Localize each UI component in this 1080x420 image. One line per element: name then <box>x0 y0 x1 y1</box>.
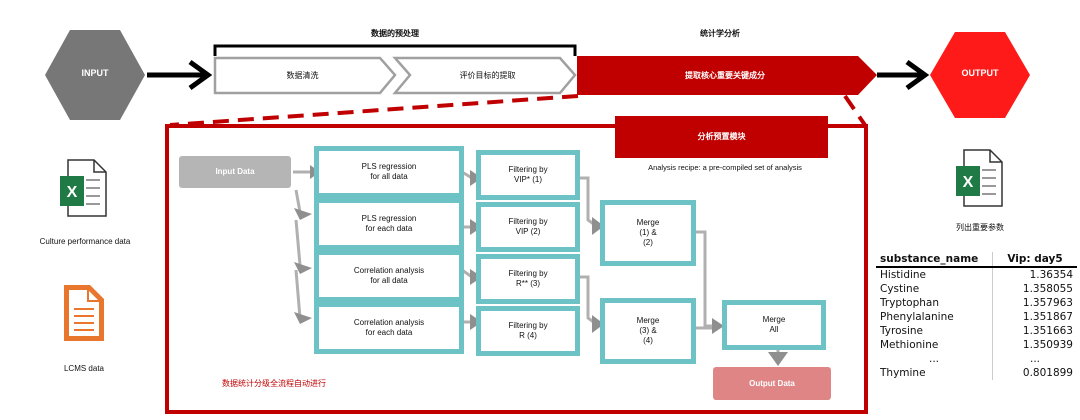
arrow-input-to-flow <box>147 59 213 91</box>
culture-data-label: Culture performance data <box>39 237 131 246</box>
chevron-step3 <box>577 56 877 95</box>
substance-cell: Tyrosine <box>876 324 993 338</box>
vip-table-wrapper: substance_name Vip: day5 Histidine 1.3635… <box>876 252 1080 380</box>
filter-r3-box: Filtering by R** (3) <box>476 254 580 304</box>
module-subtitle: Analysis recipe: a pre-compiled set of a… <box>648 163 802 172</box>
zoom-line-left <box>169 94 579 127</box>
chevron-step1 <box>213 56 397 95</box>
lcms-data-label: LCMS data <box>63 364 105 373</box>
preprocess-title: 数据的预处理 <box>371 29 419 38</box>
filter-r4-box: Filtering by R (4) <box>476 306 580 356</box>
output-hexagon <box>930 32 1030 118</box>
excel-output-icon: X <box>956 149 1003 207</box>
table-row: Thymine 0.801899 <box>876 366 1077 380</box>
filter-vip2-box: Filtering by VIP (2) <box>476 202 580 252</box>
vip-value-cell: 1.350939 <box>1022 339 1073 351</box>
bracket-preprocess <box>213 44 577 56</box>
merge-12-box: Merge (1) & (2) <box>600 200 696 266</box>
vip-value-cell: 0.801899 <box>1022 367 1073 379</box>
module-gray-connectors <box>293 165 788 366</box>
corr-all-box: Correlation analysis for all data <box>314 250 464 302</box>
vip-value-cell: 1.358055 <box>1022 283 1073 295</box>
step-target-extraction: 评价目标的提取 <box>459 71 516 80</box>
substance-cell: ... <box>876 352 993 366</box>
merge-34-box: Merge (3) & (4) <box>600 298 696 364</box>
chevron-step2 <box>392 56 577 95</box>
svg-text:X: X <box>963 174 974 191</box>
vip-value-cell: 1.351867 <box>1022 311 1073 323</box>
input-hexagon <box>45 30 145 120</box>
filter-vip1-box: Filtering by VIP* (1) <box>476 150 580 200</box>
vip-value-cell: 1.357963 <box>1022 297 1073 309</box>
zoom-line-right <box>843 94 867 127</box>
step-data-cleaning: 数据清洗 <box>286 71 319 80</box>
module-frame <box>165 124 868 414</box>
table-row: Methionine 1.350939 <box>876 338 1077 352</box>
corr-each-box: Correlation analysis for each data <box>314 302 464 354</box>
table-row: Tryptophan 1.357963 <box>876 296 1077 310</box>
module-title-banner: 分析预置模块 <box>615 116 828 158</box>
substance-cell: Cystine <box>876 282 993 296</box>
table-row: Cystine 1.358055 <box>876 282 1077 296</box>
document-icon <box>64 285 104 341</box>
table-row: Tyrosine 1.351663 <box>876 324 1077 338</box>
table-row: Histidine 1.36354 <box>876 267 1077 282</box>
step-key-components: 提取核心重要关键成分 <box>685 71 765 80</box>
input-data-box: Input Data <box>179 156 291 188</box>
vip-value-cell: 1.351663 <box>1022 325 1073 337</box>
table-header-row: substance_name Vip: day5 <box>876 252 1077 268</box>
substance-cell: Tryptophan <box>876 296 993 310</box>
arrow-flow-to-output <box>877 59 930 91</box>
statistics-title: 统计学分析 <box>700 29 740 38</box>
substance-cell: Thymine <box>876 366 993 380</box>
automation-note: 数据统计分级全流程自动进行 <box>222 379 326 388</box>
output-label: OUTPUT <box>961 68 999 78</box>
substance-cell: Methionine <box>876 338 993 352</box>
svg-text:X: X <box>67 184 78 201</box>
output-data-box: Output Data <box>713 367 831 400</box>
table-row: ...... <box>876 352 1077 366</box>
vip-value-cell: ... <box>1029 353 1040 365</box>
substance-cell: Histidine <box>876 267 993 282</box>
excel-file-icon: X <box>60 159 107 217</box>
vip-value-cell: 1.36354 <box>1029 269 1073 281</box>
substance-cell: Phenylalanine <box>876 310 993 324</box>
pls-each-box: PLS regression for each data <box>314 198 464 250</box>
table-row: Phenylalanine 1.351867 <box>876 310 1077 324</box>
merge-all-box: Merge All <box>722 300 826 350</box>
pls-all-box: PLS regression for all data <box>314 146 464 198</box>
vip-table: substance_name Vip: day5 Histidine 1.3635… <box>876 252 1077 380</box>
header-vip: Vip: day5 <box>992 252 1077 268</box>
key-params-label: 列出重要参数 <box>956 223 1004 232</box>
header-substance: substance_name <box>876 252 993 268</box>
input-label: INPUT <box>81 68 109 78</box>
